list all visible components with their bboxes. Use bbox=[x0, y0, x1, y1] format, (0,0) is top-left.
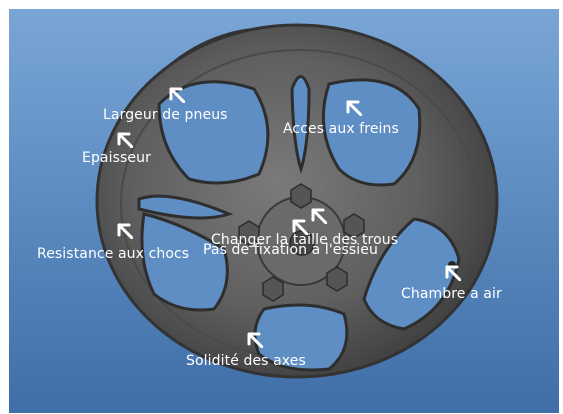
label-acces-aux-freins[interactable]: Acces aux freins bbox=[283, 121, 399, 137]
label-resistance-aux-chocs[interactable]: Resistance aux chocs bbox=[37, 246, 189, 262]
label-chambre-a-air[interactable]: Chambre a air bbox=[401, 286, 502, 302]
arrow-up-left-icon bbox=[311, 208, 327, 224]
3d-viewport[interactable]: Largeur de pneus Acces aux freins Epaiss… bbox=[9, 9, 559, 413]
arrow-up-left-icon bbox=[117, 132, 133, 148]
arrow-up-left-icon bbox=[169, 87, 185, 103]
label-largeur-de-pneus[interactable]: Largeur de pneus bbox=[103, 107, 228, 123]
arrow-up-left-icon bbox=[117, 223, 133, 239]
arrow-up-left-icon bbox=[346, 100, 362, 116]
label-solidite-des-axes[interactable]: Solidité des axes bbox=[186, 353, 306, 369]
label-epaisseur[interactable]: Epaisseur bbox=[82, 150, 151, 166]
arrow-up-left-icon bbox=[445, 265, 461, 281]
arrow-up-left-icon bbox=[247, 332, 263, 348]
label-pas-de-fixation[interactable]: Pas de fixation a l'essieu bbox=[203, 242, 378, 258]
